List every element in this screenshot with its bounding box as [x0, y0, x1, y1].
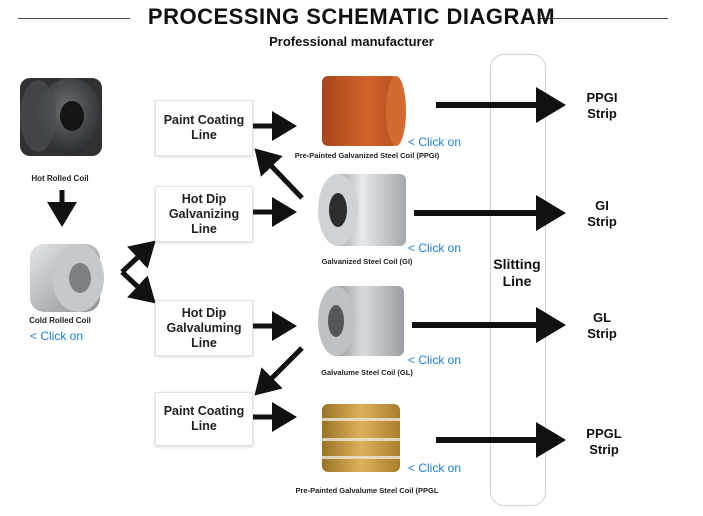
gl-coil-image — [318, 286, 404, 356]
ppgi-click-link[interactable]: < Click on — [408, 135, 462, 149]
gi-coil-caption: Galvanized Steel Coil (GI) — [321, 257, 413, 266]
cold-rolled-coil-caption: Cold Rolled Coil — [29, 316, 91, 325]
gi-click-link[interactable]: < Click on — [408, 241, 462, 255]
ppgl-click-link[interactable]: < Click on — [408, 461, 462, 475]
gi-strip-label: GI Strip — [587, 198, 617, 229]
ppgi-coil-image — [322, 76, 406, 146]
title-rule-left — [18, 18, 130, 19]
page-title: PROCESSING SCHEMATIC DIAGRAM — [147, 4, 556, 29]
cold-rolled-coil-image — [30, 244, 104, 312]
paint-coating-line-box-1: Paint Coating Line — [155, 100, 253, 156]
cold-rolled-click-link[interactable]: < Click on — [30, 329, 84, 343]
title-rule-right — [540, 18, 668, 19]
ppgi-strip-label: PPGI Strip — [586, 90, 618, 121]
ppgl-coil-caption: Pre-Painted Galvalume Steel Coil (PPGL — [295, 486, 439, 495]
gi-coil-image — [318, 174, 406, 246]
paint-coating-line-box-2: Paint Coating Line — [155, 392, 253, 446]
hot-rolled-coil-caption: Hot Rolled Coil — [31, 174, 89, 183]
arrow-cold-to-galvaluming — [120, 270, 156, 304]
hot-rolled-coil-image — [20, 78, 102, 156]
hot-dip-galvaluming-line-box: Hot Dip Galvaluming Line — [155, 300, 253, 356]
ppgi-coil-caption: Pre-Painted Galvanized Steel Coil (PPGI) — [294, 151, 440, 160]
arrow-gl-to-paint2 — [254, 346, 304, 396]
ppgl-coil-image — [322, 404, 400, 472]
ppgl-strip-label: PPGL Strip — [586, 426, 622, 457]
slitting-line-label: Slitting Line — [493, 256, 541, 289]
gl-coil-caption: Galvalume Steel Coil (GL) — [321, 368, 413, 377]
arrow-cold-to-galvanizing — [120, 240, 156, 274]
arrow-gi-to-paint1 — [254, 148, 304, 200]
gl-strip-label: GL Strip — [587, 310, 617, 341]
hot-dip-galvanizing-line-box: Hot Dip Galvanizing Line — [155, 186, 253, 242]
gl-click-link[interactable]: < Click on — [408, 353, 462, 367]
page-subtitle: Professional manufacturer — [269, 34, 434, 49]
